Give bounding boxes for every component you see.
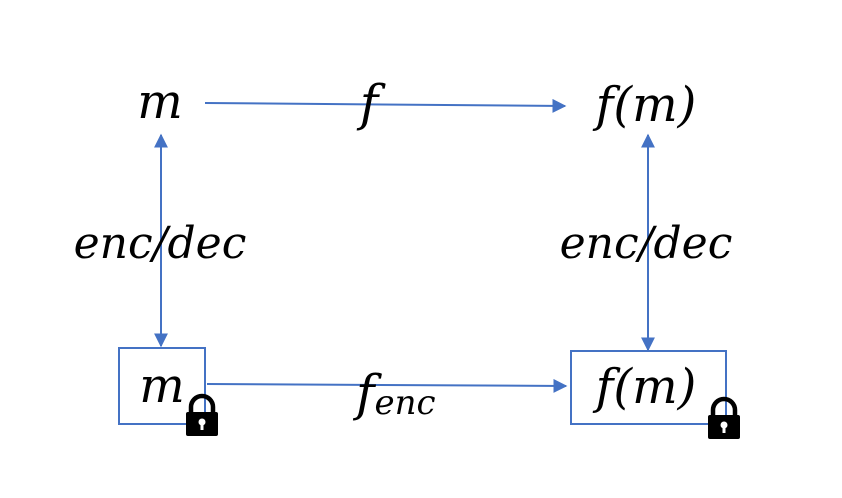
encrypted-fm-box <box>570 350 727 425</box>
lock-icon <box>708 396 740 439</box>
top-arrow <box>204 98 567 113</box>
edge-label-right: enc/dec <box>560 218 733 269</box>
edge-label-f: f <box>356 74 386 132</box>
lock-icon <box>186 393 218 436</box>
node-m-plain: m <box>137 74 183 130</box>
node-fm-plain: f(m) <box>593 77 697 133</box>
encrypted-m-box <box>118 347 206 425</box>
bottom-arrow <box>206 378 568 393</box>
edge-label-fenc-sub: enc <box>375 383 436 423</box>
edge-label-fenc: fenc <box>352 364 436 423</box>
node-m-encrypted: m <box>139 358 185 414</box>
edge-label-left: enc/dec <box>74 218 247 269</box>
node-fm-encrypted: f(m) <box>593 359 697 415</box>
